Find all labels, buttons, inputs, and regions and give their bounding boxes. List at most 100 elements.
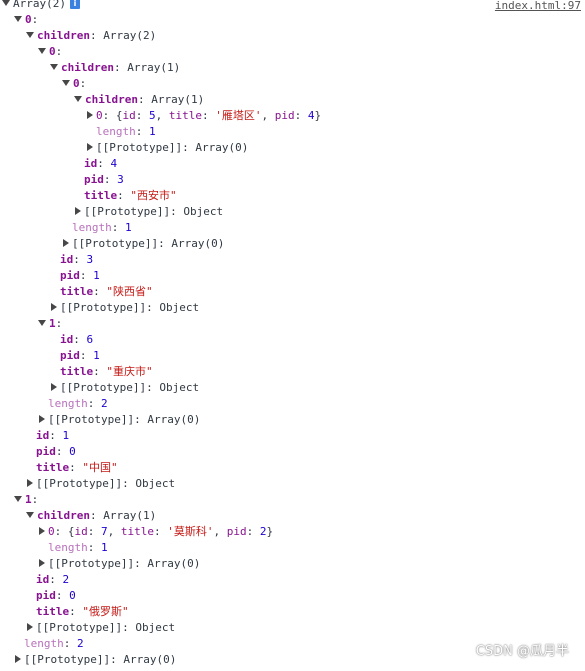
tree-row: pid: 0 (36, 444, 76, 460)
collapsed-triangle-icon[interactable] (87, 111, 93, 119)
tree-row[interactable]: Array(2)i (2, 0, 80, 12)
tree-row[interactable]: 0: (38, 44, 62, 60)
token: , (213, 525, 227, 538)
tree-row[interactable]: [[Prototype]]: Array(0) (38, 412, 200, 428)
tree-row[interactable]: 0: (14, 12, 38, 28)
tree-row[interactable]: 0: {id: 5, title: '雁塔区', pid: 4} (86, 108, 321, 124)
token: : (87, 525, 101, 538)
token: 0 (48, 525, 55, 538)
tree-row[interactable]: [[Prototype]]: Object (26, 620, 175, 636)
tree-row[interactable]: children: Array(2) (26, 28, 156, 44)
expanded-triangle-icon[interactable] (50, 64, 58, 70)
token: Array(0) (171, 237, 225, 250)
token: : (55, 445, 70, 458)
collapsed-triangle-icon[interactable] (63, 239, 69, 247)
token: : (146, 381, 160, 394)
token: title (36, 605, 70, 618)
tree-row: length: 2 (48, 396, 108, 412)
source-link[interactable]: index.html:97 (494, 0, 581, 12)
token: : (110, 653, 124, 666)
token: : { (102, 109, 123, 122)
collapsed-triangle-icon[interactable] (87, 143, 93, 151)
token: [[Prototype]] (48, 557, 135, 570)
token: 0 (96, 109, 103, 122)
collapsed-triangle-icon[interactable] (51, 383, 57, 391)
collapsed-triangle-icon[interactable] (15, 655, 21, 663)
expanded-triangle-icon[interactable] (14, 496, 22, 502)
expanded-triangle-icon[interactable] (2, 0, 10, 6)
info-icon[interactable]: i (69, 0, 80, 9)
token: id (60, 253, 74, 266)
token: Array(0) (123, 653, 177, 666)
token: 5 (149, 109, 156, 122)
expanded-triangle-icon[interactable] (74, 96, 82, 102)
tree-row[interactable]: [[Prototype]]: Object (50, 380, 199, 396)
collapsed-triangle-icon[interactable] (39, 527, 45, 535)
token: } (266, 525, 274, 538)
token: : (55, 589, 70, 602)
tree-row: length: 1 (72, 220, 132, 236)
token: 1 (93, 349, 100, 362)
token: : { (54, 525, 75, 538)
token: "重庆市" (106, 365, 153, 378)
token: title (168, 109, 202, 122)
token: : (73, 253, 87, 266)
collapsed-triangle-icon[interactable] (27, 623, 33, 631)
token: Array(2) (103, 29, 157, 42)
expanded-triangle-icon[interactable] (62, 80, 70, 86)
token: 4 (307, 109, 315, 122)
tree-row[interactable]: children: Array(1) (26, 508, 156, 524)
token: : (55, 317, 63, 330)
expanded-triangle-icon[interactable] (38, 320, 46, 326)
token: [[Prototype]] (24, 653, 111, 666)
collapsed-triangle-icon[interactable] (39, 415, 45, 423)
token: : (137, 93, 152, 106)
token: : (79, 77, 87, 90)
collapsed-triangle-icon[interactable] (51, 303, 57, 311)
token: 1 (149, 125, 156, 138)
token: , (261, 109, 275, 122)
token: Object (183, 205, 224, 218)
tree-row[interactable]: [[Prototype]]: Object (50, 300, 199, 316)
expanded-triangle-icon[interactable] (14, 16, 22, 22)
token: [[Prototype]] (36, 621, 123, 634)
token: Array(2) (13, 0, 66, 10)
token: 1 (49, 317, 56, 330)
tree-row: id: 1 (36, 428, 69, 444)
tree-row[interactable]: 1: (38, 316, 62, 332)
collapsed-triangle-icon[interactable] (39, 559, 45, 567)
token: 2 (77, 637, 84, 650)
tree-row[interactable]: 1: (14, 492, 38, 508)
tree-row[interactable]: [[Prototype]]: Array(0) (38, 556, 200, 572)
tree-row[interactable]: [[Prototype]]: Array(0) (14, 652, 176, 668)
token: : (93, 285, 107, 298)
token: pid (36, 445, 56, 458)
collapsed-triangle-icon[interactable] (27, 479, 33, 487)
collapsed-triangle-icon[interactable] (75, 207, 81, 215)
token: : (134, 413, 148, 426)
tree-row[interactable]: children: Array(1) (74, 92, 204, 108)
token: pid (60, 269, 80, 282)
token: id (36, 429, 50, 442)
token: : (122, 621, 136, 634)
tree-row[interactable]: children: Array(1) (50, 60, 180, 76)
watermark: CSDN @瓜月半 (475, 644, 569, 659)
token: [[Prototype]] (60, 301, 147, 314)
token: Object (135, 477, 176, 490)
tree-row[interactable]: [[Prototype]]: Object (74, 204, 223, 220)
tree-row: id: 2 (36, 572, 69, 588)
expanded-triangle-icon[interactable] (26, 512, 34, 518)
tree-row: length: 1 (48, 540, 108, 556)
token: [[Prototype]] (48, 413, 135, 426)
tree-row[interactable]: [[Prototype]]: Object (26, 476, 175, 492)
tree-row[interactable]: [[Prototype]]: Array(0) (86, 140, 248, 156)
token: 2 (259, 525, 267, 538)
tree-row[interactable]: [[Prototype]]: Array(0) (62, 236, 224, 252)
token: : (122, 477, 136, 490)
tree-row: length: 2 (24, 636, 84, 652)
expanded-triangle-icon[interactable] (26, 32, 34, 38)
tree-row[interactable]: 0: {id: 7, title: '莫斯科', pid: 2} (38, 524, 273, 540)
token: children (37, 29, 90, 42)
tree-row[interactable]: 0: (62, 76, 86, 92)
expanded-triangle-icon[interactable] (38, 48, 46, 54)
